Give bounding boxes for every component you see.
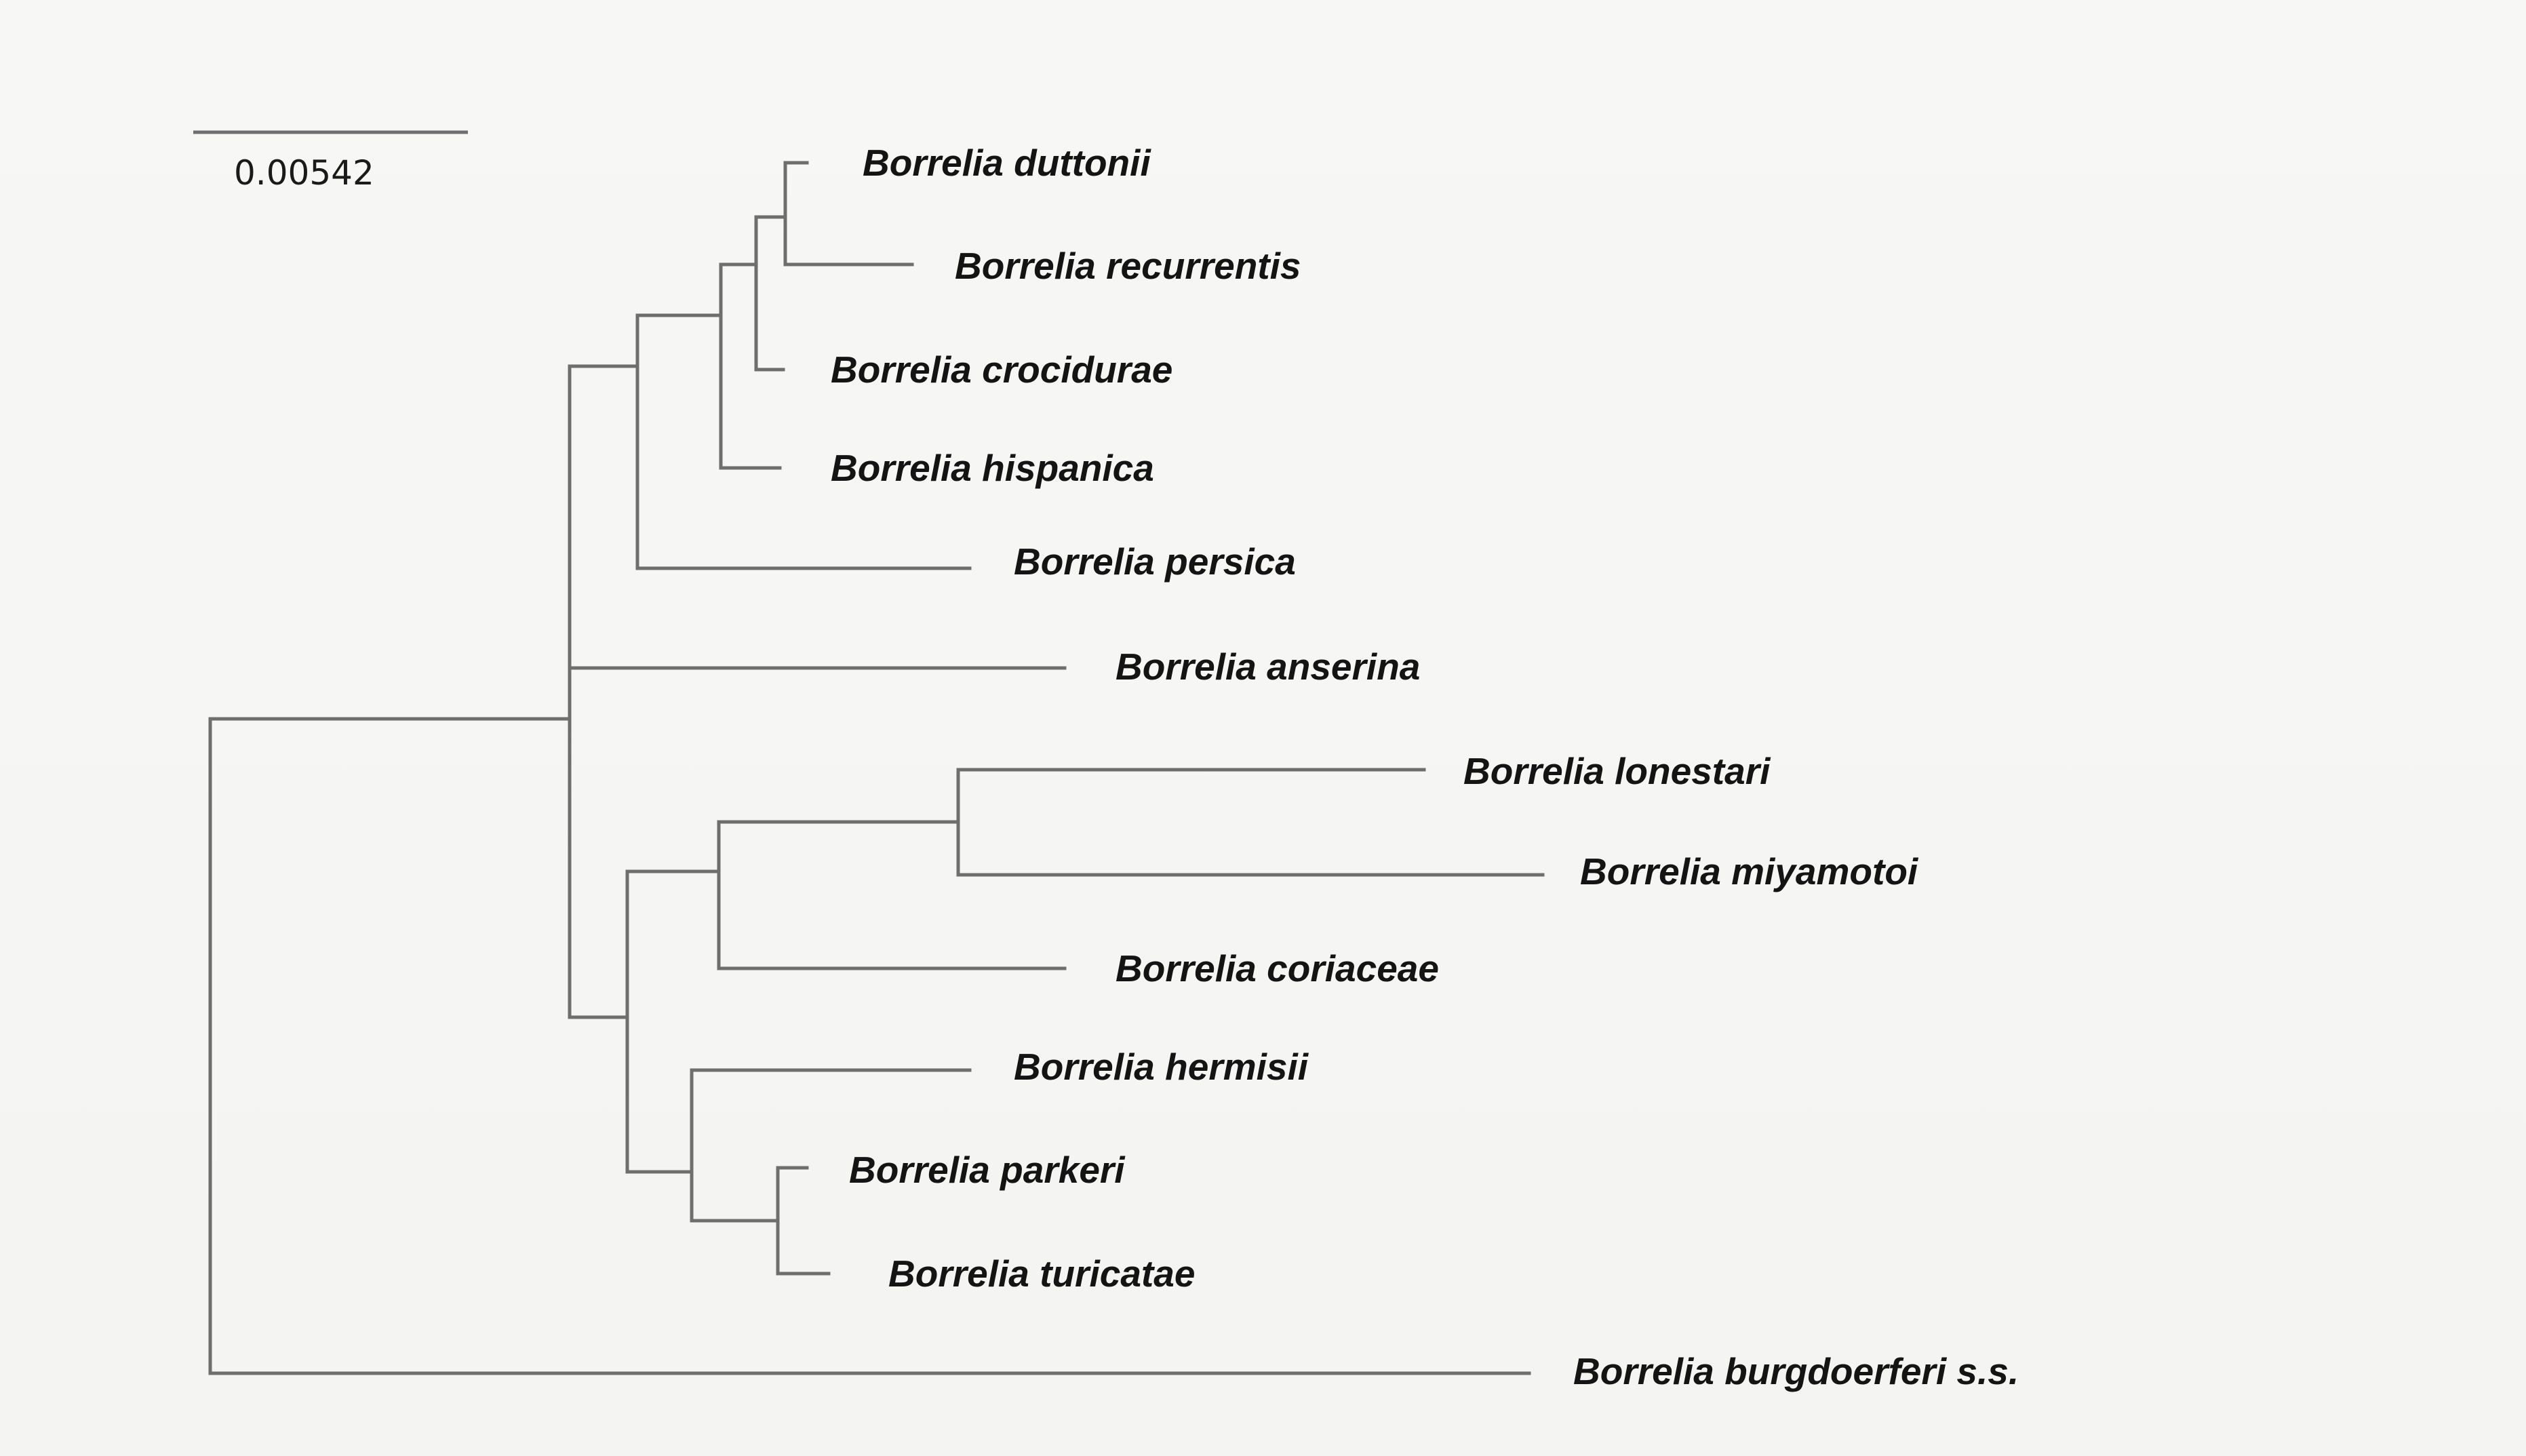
- scale-bar-label: 0.00542: [234, 153, 374, 193]
- taxon-label-burgdorferi: Borrelia burgdoerferi s.s.: [1573, 1350, 2019, 1392]
- taxon-label-lonestari: Borrelia lonestari: [1463, 750, 1771, 792]
- taxon-label-recurrentis: Borrelia recurrentis: [955, 245, 1301, 287]
- taxon-label-hermsii: Borrelia hermisii: [1014, 1046, 1309, 1088]
- taxon-label-parkeri: Borrelia parkeri: [849, 1149, 1126, 1191]
- taxon-label-miyamotoi: Borrelia miyamotoi: [1580, 850, 1919, 892]
- taxon-label-turicatae: Borrelia turicatae: [888, 1253, 1195, 1295]
- taxon-label-hispanica: Borrelia hispanica: [831, 447, 1154, 489]
- taxon-label-crocidurae: Borrelia crocidurae: [831, 349, 1172, 391]
- taxon-label-anserina: Borrelia anserina: [1116, 646, 1420, 688]
- taxon-label-coriaceae: Borrelia coriaceae: [1116, 947, 1439, 989]
- taxon-label-duttonii: Borrelia duttonii: [863, 142, 1151, 184]
- taxon-label-persica: Borrelia persica: [1014, 540, 1296, 583]
- scale-bar: 0.00542: [193, 130, 468, 193]
- tree-branches: [208, 161, 1545, 1375]
- taxon-labels: Borrelia duttonii Borrelia recurrentis B…: [831, 142, 2019, 1392]
